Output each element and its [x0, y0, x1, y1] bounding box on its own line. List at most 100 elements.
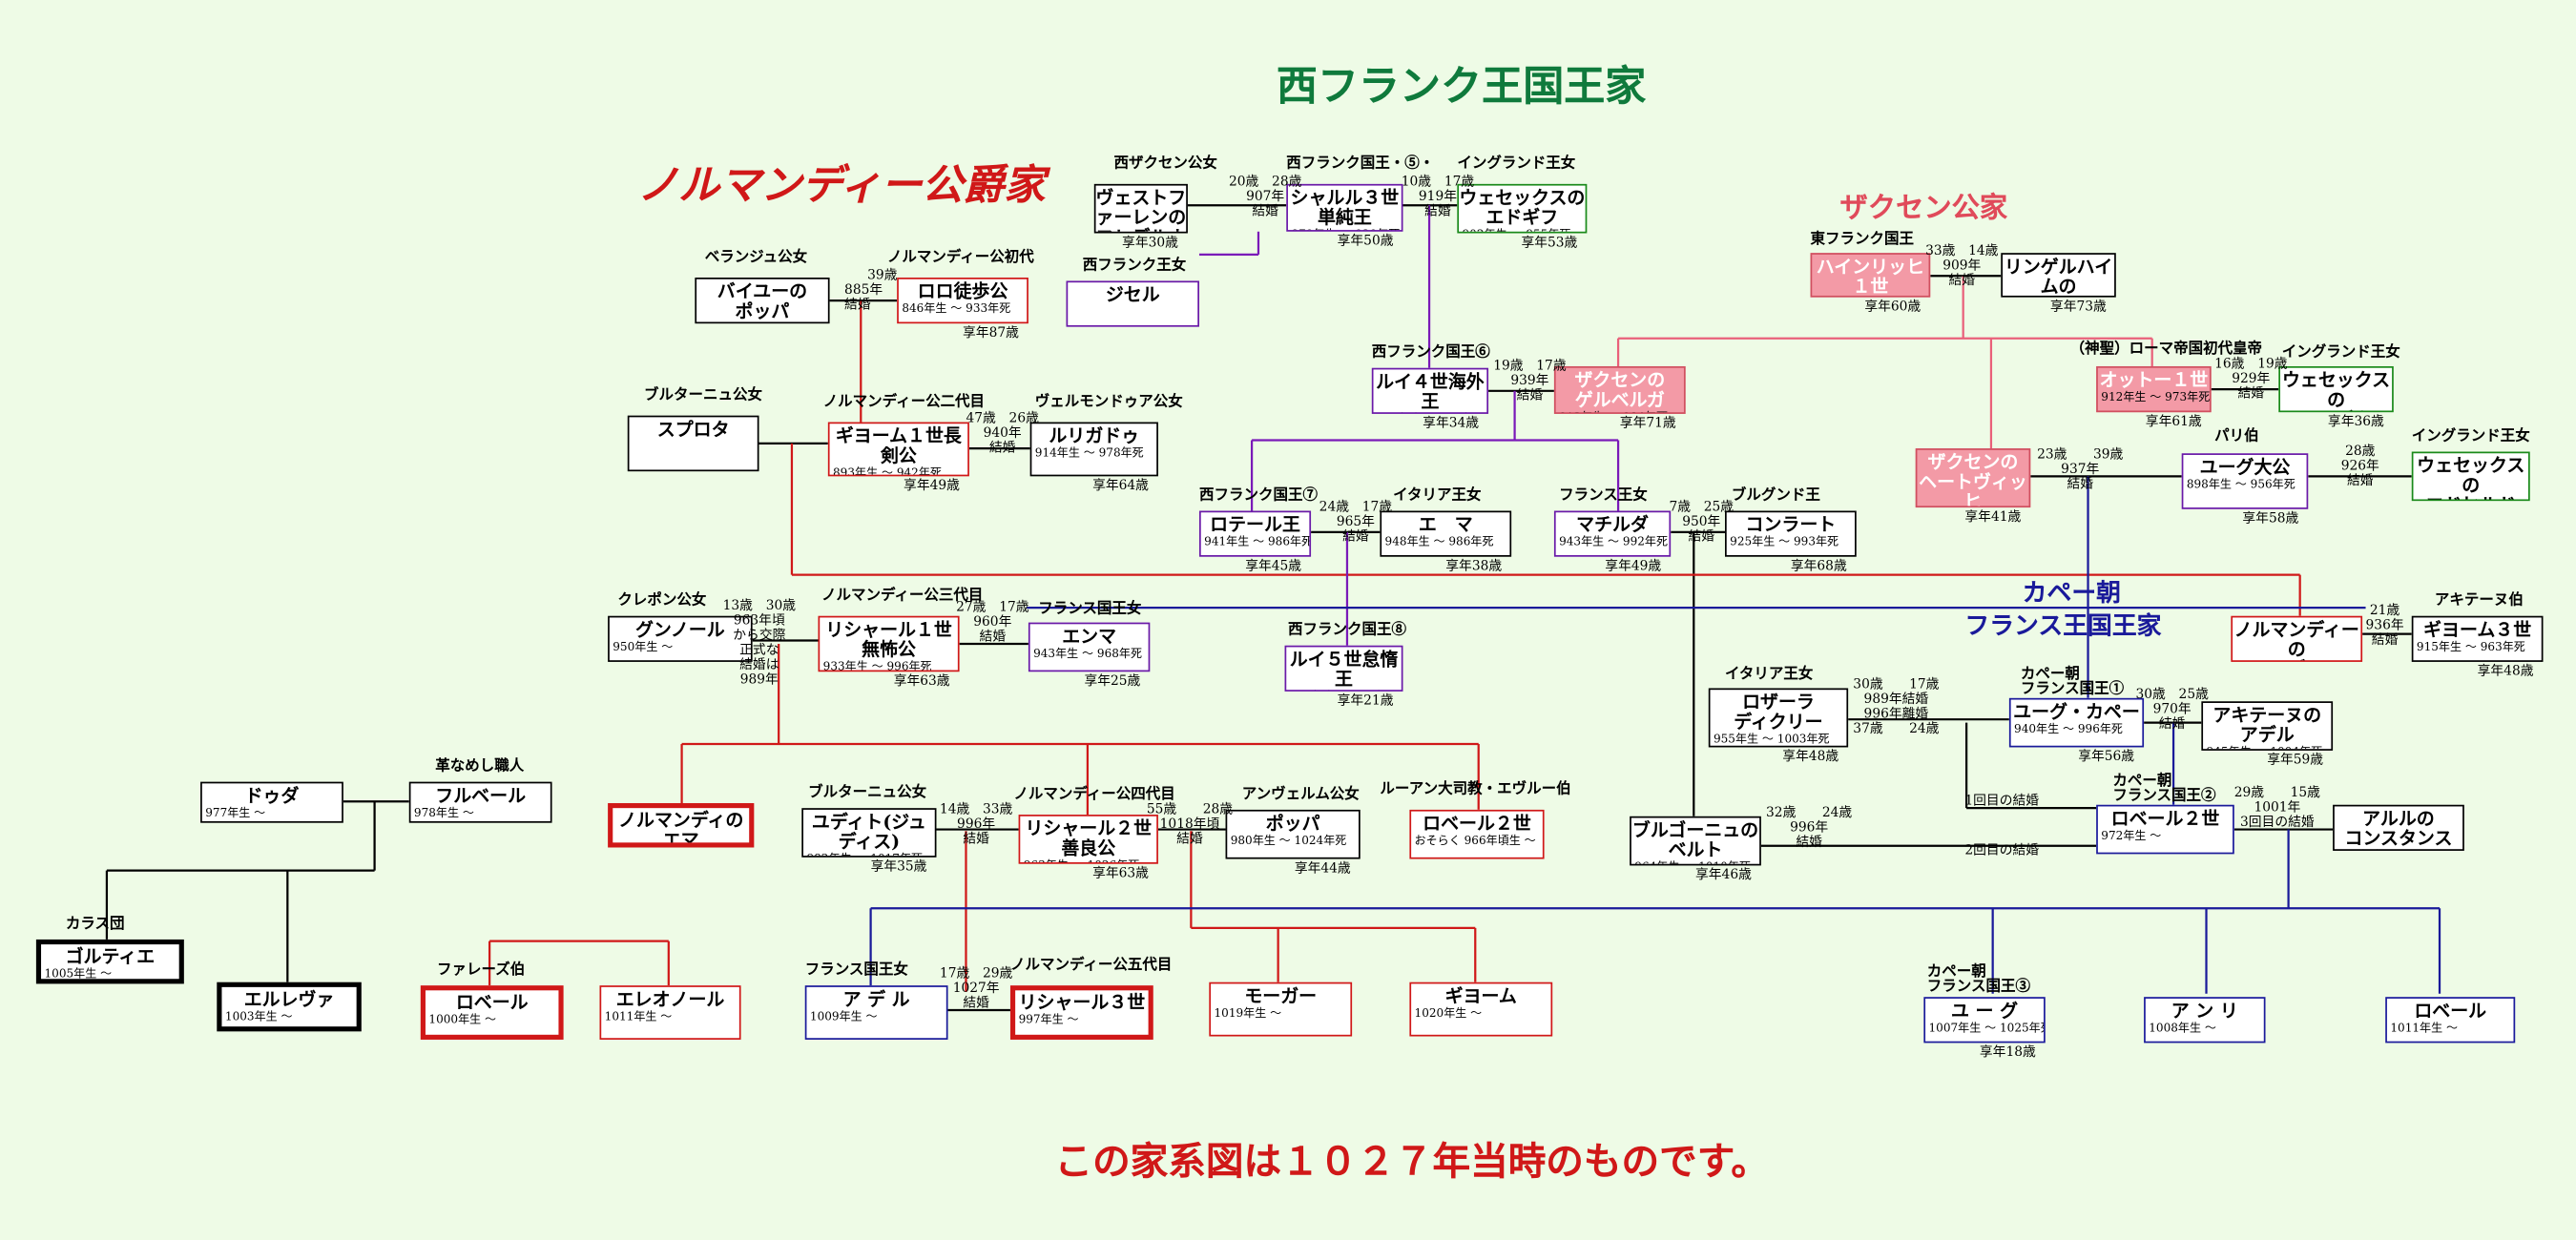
person-name: リシャール１世無怖公: [825, 619, 952, 661]
person-title: ノルマンディー公四代目: [1013, 786, 1175, 804]
person-title: イタリア王女: [1393, 487, 1482, 505]
person-name: スプロタ: [656, 419, 730, 441]
person-name: ユ ー グ: [1951, 1000, 2019, 1023]
person-dates: 972年生 ～: [2101, 829, 2162, 843]
person-age: 享年25歳: [1084, 672, 1141, 689]
person-age: 享年49歳: [1605, 558, 1662, 573]
person-robert_arch: ロベール２世おそらく 966年頃生 ～: [1409, 809, 1545, 859]
person-title: イングランド王女: [1457, 155, 1576, 173]
marriage-note: 30歳 17歳 989年結婚 996年離婚 37歳 24歳: [1853, 676, 1940, 736]
marriage-note: 14歳 33歳 996年 結婚: [939, 801, 1013, 846]
person-dates: 940年生 ～ 996年死: [2014, 722, 2123, 736]
person-name: ユディト(ジュディス): [811, 811, 926, 853]
person-name: シャルル３世 単純王: [1290, 187, 1400, 229]
person-poppa: バイユーの ポッパ: [695, 278, 830, 324]
person-name: ロベール: [455, 992, 529, 1014]
person-dates: 902年生 ～ 955年死: [1459, 228, 1586, 231]
person-title: 西フランク国王⑥: [1371, 344, 1490, 362]
person-name: ア デ ル: [842, 988, 910, 1010]
person-dates: 997年生 ～: [1018, 1013, 1079, 1027]
person-name: ウェセックスの エドヒルド: [2417, 454, 2525, 500]
person-name: アキテーヌの アデル: [2212, 704, 2322, 746]
footer-note: この家系図は１０２７年当時のものです。: [1054, 1139, 1769, 1185]
marriage-note: 10歳 17歳 919年 結婚: [1401, 174, 1475, 219]
person-name: リンゲルハイムの マティルデ: [2004, 256, 2113, 298]
person-name: オットー１世: [2099, 369, 2209, 391]
person-name: ルイ４世海外王: [1376, 371, 1485, 413]
person-dates: 941年生 ～ 986年死: [1204, 535, 1312, 549]
person-name: ユーグ・カペー: [2013, 701, 2140, 723]
marriage-note: 27歳 17歳 960年 結婚: [956, 599, 1029, 644]
marriage-note: 32歳 24歳 996年 結婚: [1766, 804, 1853, 850]
person-age: 享年30歳: [1122, 235, 1178, 250]
person-title: フランス国王女: [1038, 601, 1142, 618]
person-edgifu: ウェセックスの エドギフ902年生 ～ 955年死: [1457, 183, 1588, 234]
person-name: ヴェストファーレンの フレデルナ: [1095, 187, 1187, 232]
person-name: ブルゴーニュの ベルト: [1631, 819, 1759, 861]
marriage-note: 17歳 29歳 1027年 結婚: [939, 965, 1013, 1010]
person-name: ギヨーム: [1444, 985, 1517, 1007]
person-name: リシャール２世善良公: [1025, 817, 1153, 859]
person-dates: 1008年生 ～: [2149, 1022, 2216, 1035]
marriage-note: 21歳 936年 結婚: [2365, 602, 2404, 648]
person-title: イングランド王女: [2281, 344, 2400, 362]
person-judith: ユディト(ジュディス)982年生 ～ 1017年死: [801, 808, 937, 858]
person-dates: 950年生 ～: [613, 640, 674, 654]
person-age: 享年45歳: [1245, 558, 1302, 573]
person-name: ロザーラ ディクリー: [1734, 691, 1823, 733]
person-age: 享年61歳: [2145, 413, 2202, 429]
person-title: フランス王女: [1559, 487, 1648, 505]
person-age: 享年18歳: [1979, 1044, 2036, 1060]
person-bertha: ブルゴーニュの ベルト964年生 ～ 1010年死: [1630, 816, 1761, 866]
person-eadhild: ウェセックスの エドヒルド938年死: [2411, 451, 2530, 502]
person-name: ハインリッヒ１世 捕鳥王: [1816, 256, 1925, 298]
person-dates: 920年生 ～ 954年死: [1374, 412, 1487, 414]
person-age: 享年87歳: [963, 324, 1019, 341]
marriage-note: 2回目の結婚: [1964, 842, 2040, 858]
person-age: 享年44歳: [1294, 860, 1351, 876]
person-age: 享年46歳: [1695, 867, 1752, 882]
person-name: コンラート: [1745, 513, 1837, 536]
person-dates: 893年生 ～ 942年死: [833, 466, 942, 477]
marriage-note: 7歳 25歳 950年 結婚: [1669, 499, 1735, 544]
marriage-note: 16歳 19歳 929年 結婚: [2214, 356, 2288, 402]
capet-title-2: フランス王国王家: [1964, 610, 2162, 641]
person-dates: 914年生 ～ 978年死: [1034, 446, 1144, 461]
person-title: ヴェルモンドゥア公女: [1034, 394, 1183, 411]
person-title: ブルターニュ公女: [808, 785, 927, 802]
person-title: 西フランク王女: [1082, 258, 1187, 275]
person-title: ブルグンド王: [1731, 487, 1820, 505]
person-dates: 943年生 ～ 968年死: [1033, 647, 1143, 661]
normandy-title: ノルマンディー公爵家: [637, 160, 1046, 209]
person-title: ベランジュ公女: [704, 249, 808, 266]
person-dates: 978年生 ～: [413, 806, 474, 820]
person-name: ウェセックスの エドギタ: [2281, 369, 2391, 411]
person-title: カペー朝 フランス国王①: [2020, 667, 2125, 698]
person-adela_n: ノルマンディーの アデル962年死: [2231, 615, 2363, 662]
person-matilda_r: リンゲルハイムの マティルデ895年生 ～ 968年死: [2001, 253, 2116, 298]
person-dates: 982年生 ～ 1017年死: [803, 853, 935, 856]
person-dates: 913年生 ～ 984年死: [1556, 410, 1684, 412]
person-title: ノルマンディー公二代目: [822, 394, 986, 411]
person-adelaide: アキテーヌの アデル945年生 ～ 1004年死: [2201, 701, 2334, 751]
saxony-title: ザクセン公家: [1839, 192, 2008, 225]
capet-title-1: カペー朝: [2022, 578, 2121, 609]
person-age: 享年48歳: [1782, 749, 1839, 764]
marriage-note: 19歳 17歳 939年 結婚: [1493, 358, 1567, 403]
person-name: バイユーの ポッパ: [717, 280, 808, 322]
person-dates: 1000年生 ～: [428, 1013, 497, 1027]
person-louis4: ルイ４世海外王920年生 ～ 954年死: [1371, 367, 1489, 414]
